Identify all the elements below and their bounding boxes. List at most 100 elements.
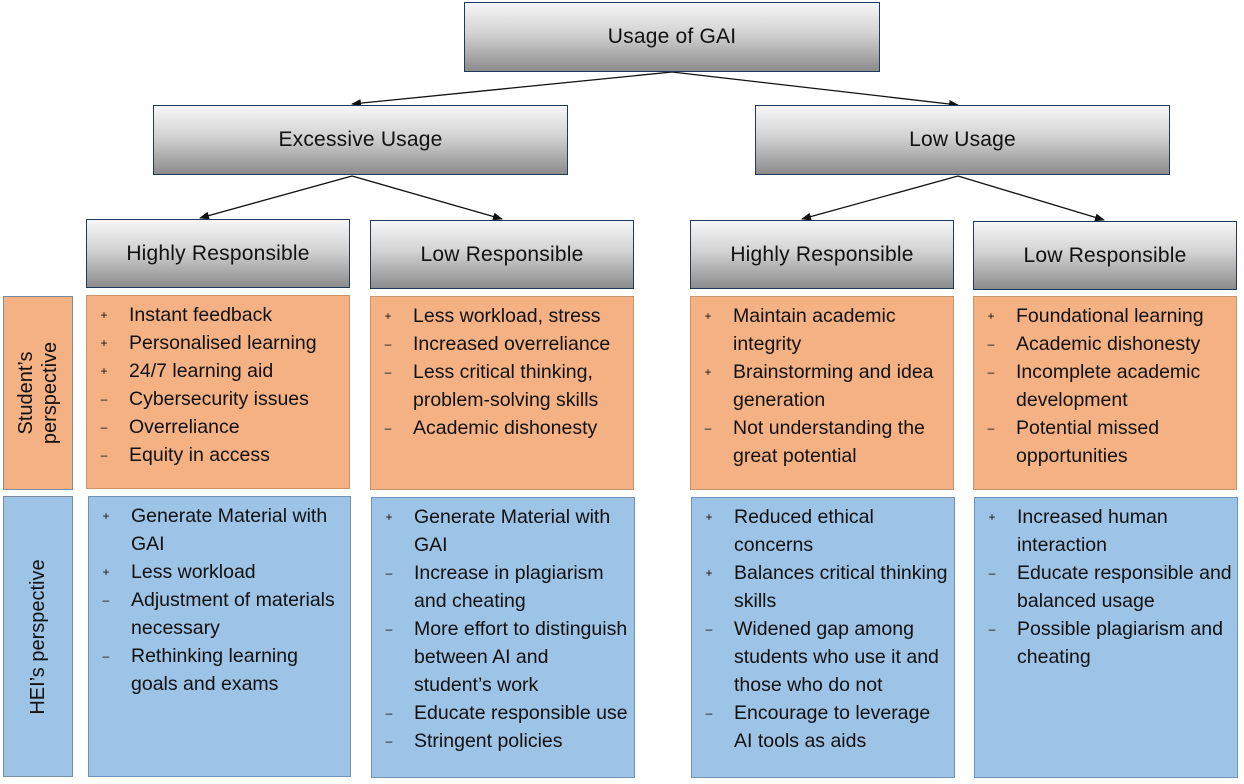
plus-sign: + xyxy=(100,364,108,378)
hei-item: –Rethinking learning goals and exams xyxy=(89,642,350,698)
minus-sign: – xyxy=(705,622,713,636)
arrow-root-to-low xyxy=(671,71,959,108)
hei-item: – Encourage to leverage AI tools as aids xyxy=(692,699,954,755)
cell-student-low-high: + Maintain academic integrity + Brainstormi… xyxy=(690,296,954,490)
item-text: Generate Material with GAI xyxy=(131,505,328,555)
minus-sign: – xyxy=(100,420,108,434)
row-label-text: HEI’s perspective xyxy=(27,558,49,715)
cell-student-excessive-high: +Instant feedback+Personalised learning+… xyxy=(86,295,350,489)
item-text: Academic dishonesty xyxy=(1016,333,1201,355)
plus-sign: + xyxy=(987,309,995,323)
item-text: Maintain academic integrity xyxy=(733,305,896,355)
item-text: More effort to distinguish between AI an… xyxy=(414,618,628,696)
column-label: Highly Responsible xyxy=(126,241,310,265)
minus-sign: – xyxy=(704,421,712,435)
student-item: – Increased overreliance xyxy=(371,330,633,358)
column-header-low-high: Highly Responsible xyxy=(690,220,954,289)
arrow-excessive-to-high xyxy=(199,175,353,220)
student-item: + Foundational learning xyxy=(974,302,1236,330)
item-text: Stringent policies xyxy=(414,730,563,752)
item-text: Less critical thinking, problem-solving … xyxy=(413,361,599,411)
plus-sign: + xyxy=(100,308,108,322)
hei-item: + Generate Material with GAI xyxy=(89,502,350,558)
minus-sign: – xyxy=(987,365,995,379)
item-text: Academic dishonesty xyxy=(413,417,598,439)
item-text: Increased human interaction xyxy=(1017,506,1168,556)
minus-sign: – xyxy=(102,593,110,607)
item-text: Equity in access xyxy=(129,444,270,466)
arrow-root-to-excessive xyxy=(351,71,673,108)
hei-item: – Educate responsible and balanced usage xyxy=(975,559,1237,615)
item-text: Brainstorming and idea generation xyxy=(733,361,934,411)
student-item: +24/7 learning aid xyxy=(87,357,349,385)
plus-sign: + xyxy=(100,336,108,350)
student-item: + Maintain academic integrity xyxy=(691,302,953,358)
column-header-excessive-high: Highly Responsible xyxy=(86,219,350,288)
plus-sign: + xyxy=(102,509,110,523)
minus-sign: – xyxy=(102,649,110,663)
minus-sign: – xyxy=(705,706,713,720)
student-item: + Brainstorming and idea generation xyxy=(691,358,953,414)
item-text: Increased overreliance xyxy=(413,333,611,355)
hei-item: +Less workload xyxy=(89,558,350,586)
student-item: –Incomplete academic development xyxy=(974,358,1236,414)
student-item: – Cybersecurity issues xyxy=(87,385,349,413)
item-text: Balances critical thinking skills xyxy=(734,562,948,612)
arrow-low-to-low xyxy=(957,175,1105,222)
hei-item: + Reduced ethical concerns xyxy=(692,503,954,559)
hei-item: –Possible plagiarism and cheating xyxy=(975,615,1237,671)
cell-student-excessive-low: + Less workload, stress – Increased overrel… xyxy=(370,296,634,490)
item-text: Educate responsible and balanced usage xyxy=(1017,562,1232,612)
minus-sign: – xyxy=(385,734,393,748)
root-label: Usage of GAI xyxy=(607,25,737,48)
hei-item: + Increased human interaction xyxy=(975,503,1237,559)
item-text: Cybersecurity issues xyxy=(129,388,309,410)
item-text: Personalised learning xyxy=(129,332,317,354)
minus-sign: – xyxy=(385,566,393,580)
cell-hei-excessive-high: + Generate Material with GAI +Less workloa… xyxy=(88,496,351,777)
student-item: + Instant feedback xyxy=(87,301,349,329)
arrow-excessive-to-low xyxy=(351,175,503,221)
cell-hei-low-high: + Reduced ethical concerns+ Balances criti… xyxy=(691,497,955,778)
item-text: Generate Material with GAI xyxy=(414,506,611,556)
item-text: Less workload, stress xyxy=(413,305,601,327)
hei-item: –Adjustment of materials necessary xyxy=(89,586,350,642)
item-text: Reduced ethical concerns xyxy=(734,506,874,556)
minus-sign: – xyxy=(100,392,108,406)
minus-sign: – xyxy=(384,365,392,379)
row-label-hei: HEI’s perspective xyxy=(3,496,73,777)
column-label: Low Responsible xyxy=(420,242,584,266)
minus-sign: – xyxy=(384,337,392,351)
column-label: Low Responsible xyxy=(1023,243,1187,267)
branch-label: Low Usage xyxy=(909,128,1016,151)
hei-item: –Educate responsible use xyxy=(372,699,634,727)
minus-sign: – xyxy=(987,421,995,435)
item-text: Possible plagiarism and cheating xyxy=(1017,618,1223,668)
hei-item: – Widened gap among students who use it a… xyxy=(692,615,954,699)
cell-hei-excessive-low: +Generate Material with GAI–Increase in … xyxy=(371,497,635,778)
plus-sign: + xyxy=(385,510,393,524)
minus-sign: – xyxy=(988,566,996,580)
item-text: Overreliance xyxy=(129,416,240,438)
item-text: Not understanding the great potential xyxy=(733,417,925,467)
item-text: Encourage to leverage AI tools as aids xyxy=(734,702,931,752)
root-node: Usage of GAI xyxy=(464,2,880,72)
item-text: Foundational learning xyxy=(1016,305,1204,327)
student-item: –Potential missed opportunities xyxy=(974,414,1236,470)
item-text: Educate responsible use xyxy=(414,702,628,724)
plus-sign: + xyxy=(705,510,713,524)
student-item: + Less workload, stress xyxy=(371,302,633,330)
minus-sign: – xyxy=(384,421,392,435)
plus-sign: + xyxy=(988,510,996,524)
plus-sign: + xyxy=(384,309,392,323)
plus-sign: + xyxy=(704,365,712,379)
item-text: Widened gap among students who use it an… xyxy=(734,618,939,696)
student-item: + Personalised learning xyxy=(87,329,349,357)
column-header-low-low: Low Responsible xyxy=(973,221,1237,290)
plus-sign: + xyxy=(704,309,712,323)
item-text: Instant feedback xyxy=(129,304,273,326)
item-text: 24/7 learning aid xyxy=(129,360,274,382)
